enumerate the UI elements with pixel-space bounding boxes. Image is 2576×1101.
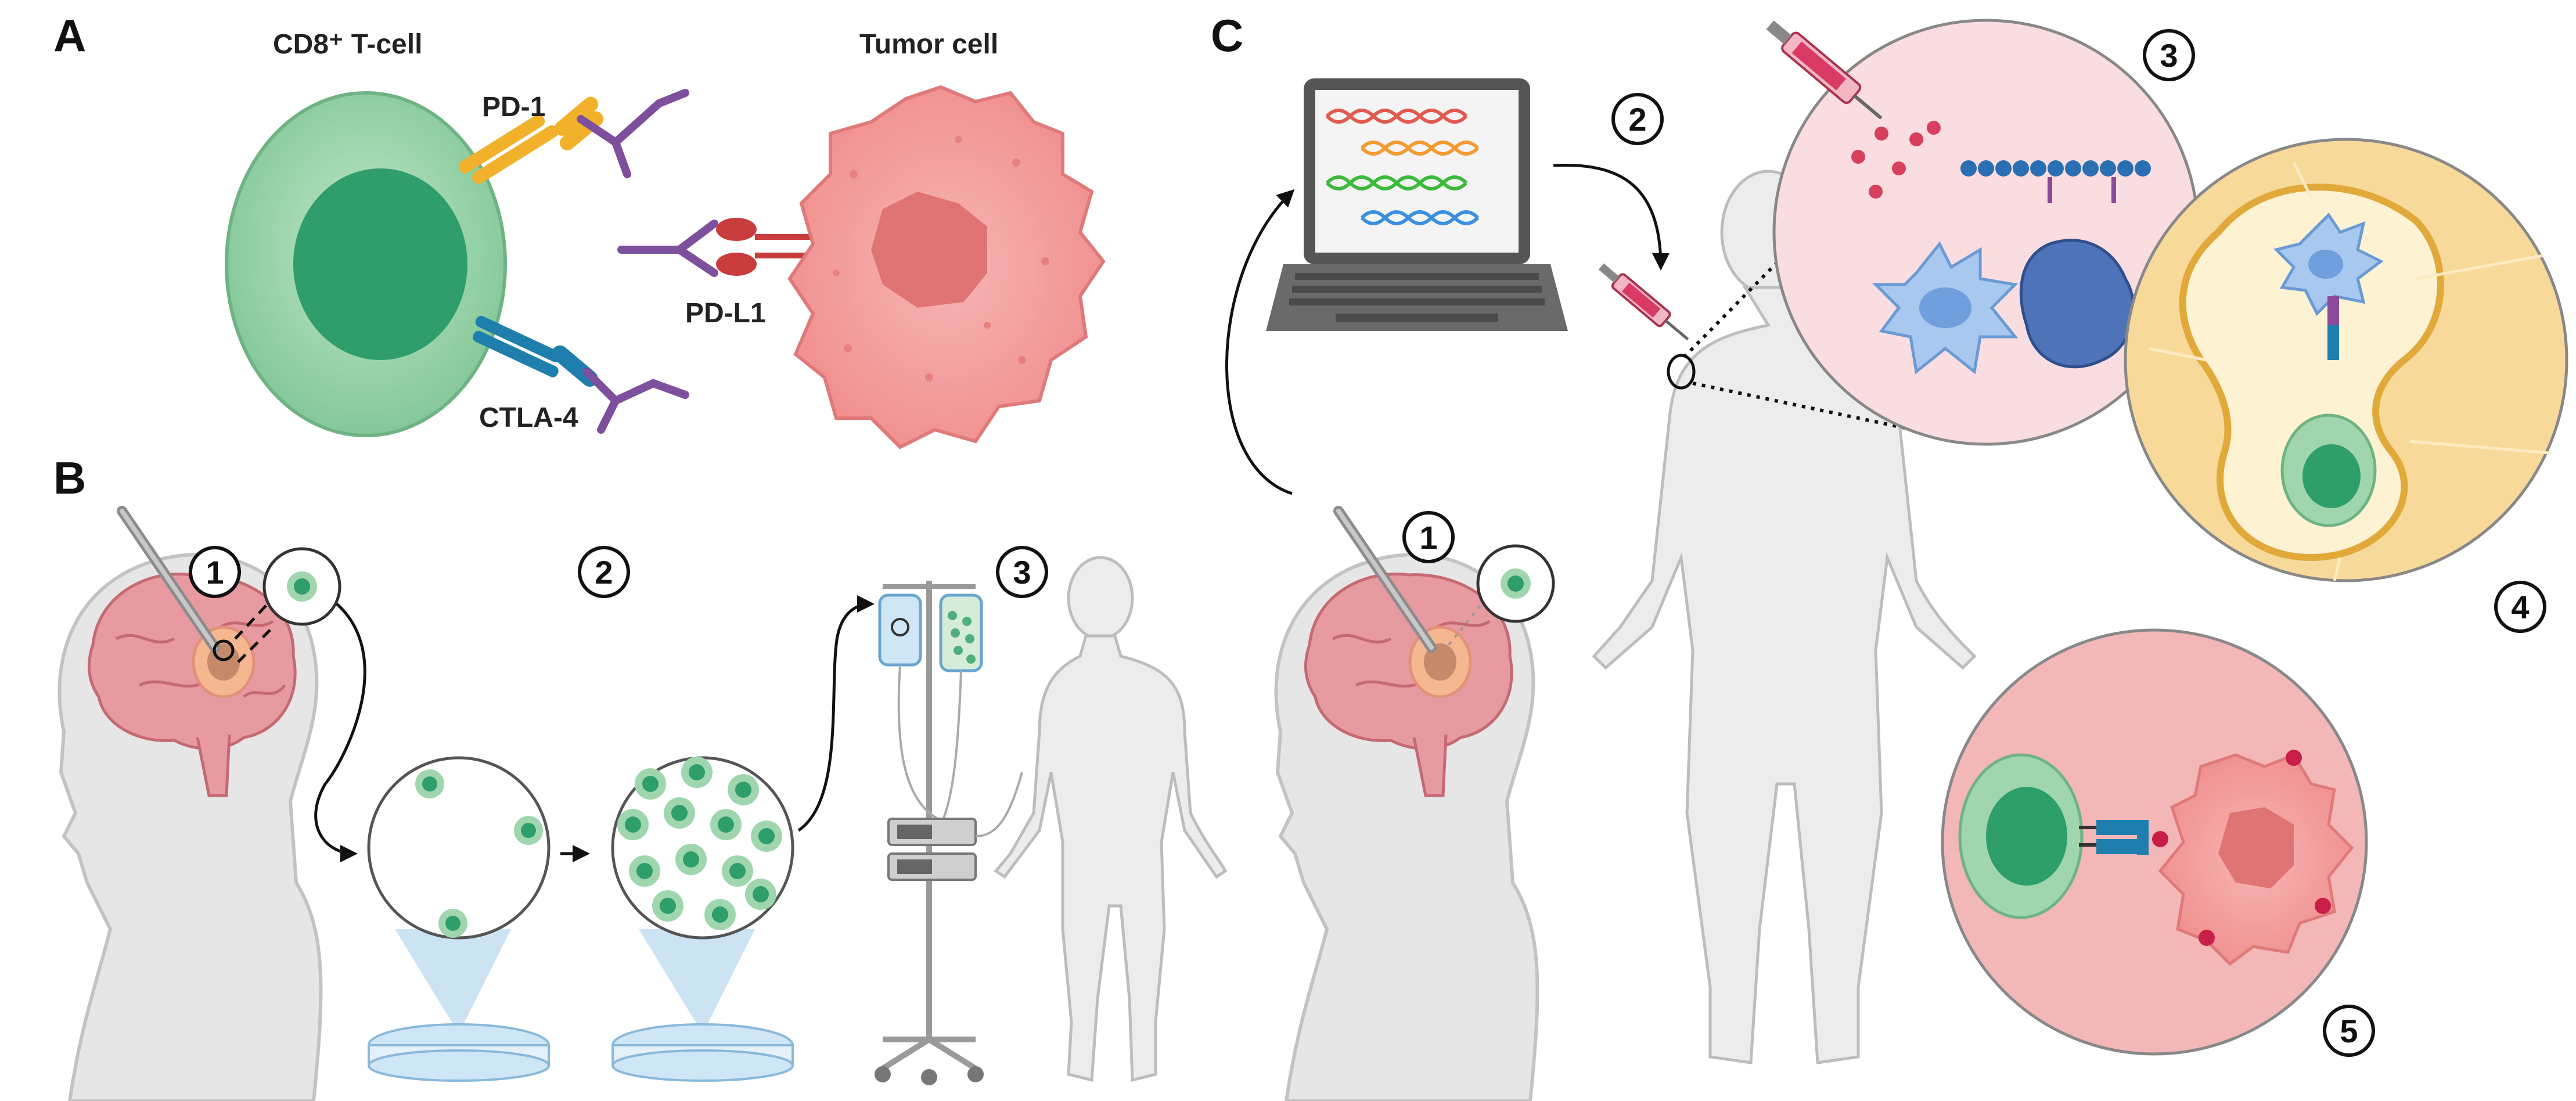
tumor-cell <box>787 85 1106 449</box>
panel-a: A CD8⁺ T-cell Tumor cell PD-1 CTLA-4 <box>53 10 1106 449</box>
svg-text:2: 2 <box>595 554 613 591</box>
panel-c: C 2 <box>1211 10 2568 1101</box>
petri-dish-icon <box>367 756 551 1082</box>
syringe-icon <box>1598 263 1689 341</box>
syringe-icon <box>1766 20 1883 120</box>
step-2-badge: 2 <box>578 546 630 598</box>
panel-letter-c: C <box>1211 10 1243 61</box>
svg-text:3: 3 <box>1013 554 1031 591</box>
svg-text:1: 1 <box>1419 519 1437 556</box>
panel-letter-a: A <box>53 10 86 61</box>
patient-body <box>994 556 1228 1082</box>
arrow-to-infusion <box>797 595 875 832</box>
arrow-to-culture <box>314 603 366 862</box>
anti-ctla4-antibody <box>582 368 689 434</box>
zoom-line <box>1448 597 1488 646</box>
step-5-badge: 5 <box>2323 1005 2375 1057</box>
anti-pdl1-antibody <box>617 220 718 277</box>
laptop-icon <box>1266 78 1568 331</box>
cd8-t-cell <box>225 91 507 437</box>
step-2-badge: 2 <box>1611 93 1664 145</box>
ctla4-label: CTLA-4 <box>479 402 578 433</box>
iv-stand <box>875 581 984 1085</box>
svg-text:5: 5 <box>2340 1013 2358 1049</box>
anti-pd1-antibody <box>577 89 689 178</box>
t-cell <box>2280 413 2377 527</box>
panel-letter-b: B <box>53 452 86 503</box>
svg-text:4: 4 <box>2511 589 2529 625</box>
zoom-line <box>234 597 274 640</box>
step-3-badge: 3 <box>2143 29 2195 81</box>
petri-dish-icon <box>611 756 794 1082</box>
tumor-cell-label: Tumor cell <box>859 29 998 60</box>
zoom-line <box>1682 184 1854 359</box>
tcell-label: CD8⁺ T-cell <box>273 29 422 60</box>
arrow-to-sequencing <box>1225 189 1295 495</box>
brain-icon <box>87 573 297 797</box>
injection-site-marker <box>1667 354 1696 390</box>
zoom-circle-vaccine <box>1766 19 2200 446</box>
biopsy-site-marker <box>213 639 235 661</box>
svg-text:1: 1 <box>206 554 224 591</box>
biopsy-needle <box>117 506 220 653</box>
zoom-circle-lymph-node <box>2124 138 2568 582</box>
dendritic-cell <box>2273 213 2384 316</box>
pd1-label: PD-1 <box>482 92 545 123</box>
iv-bag-icon <box>878 593 983 826</box>
ctla4-receptor <box>473 315 598 387</box>
zoom-circle-tumor-kill <box>1941 628 2368 1056</box>
pd1-receptor <box>458 96 604 184</box>
zoom-line <box>237 626 274 663</box>
step-1-badge: 1 <box>1402 511 1455 563</box>
antigen-cluster <box>2019 239 2135 369</box>
step-4-badge: 4 <box>2494 581 2546 633</box>
infusion-pump-icon <box>887 772 1023 881</box>
svg-text:2: 2 <box>1628 101 1646 138</box>
svg-text:3: 3 <box>2160 37 2178 74</box>
biopsy-needle <box>1333 506 1437 653</box>
dna-icon <box>1325 109 1480 225</box>
brain-icon <box>1304 573 1513 797</box>
t-cell <box>1958 753 2084 919</box>
dendritic-cell <box>1872 241 2019 375</box>
tumor-cell <box>2152 750 2354 966</box>
arrow-to-vaccine <box>1553 164 1670 271</box>
panel-b: B 1 <box>53 452 1228 1101</box>
step-3-badge: 3 <box>996 546 1048 598</box>
pdl1-label: PD-L1 <box>685 298 766 329</box>
step-1-badge: 1 <box>189 546 241 598</box>
